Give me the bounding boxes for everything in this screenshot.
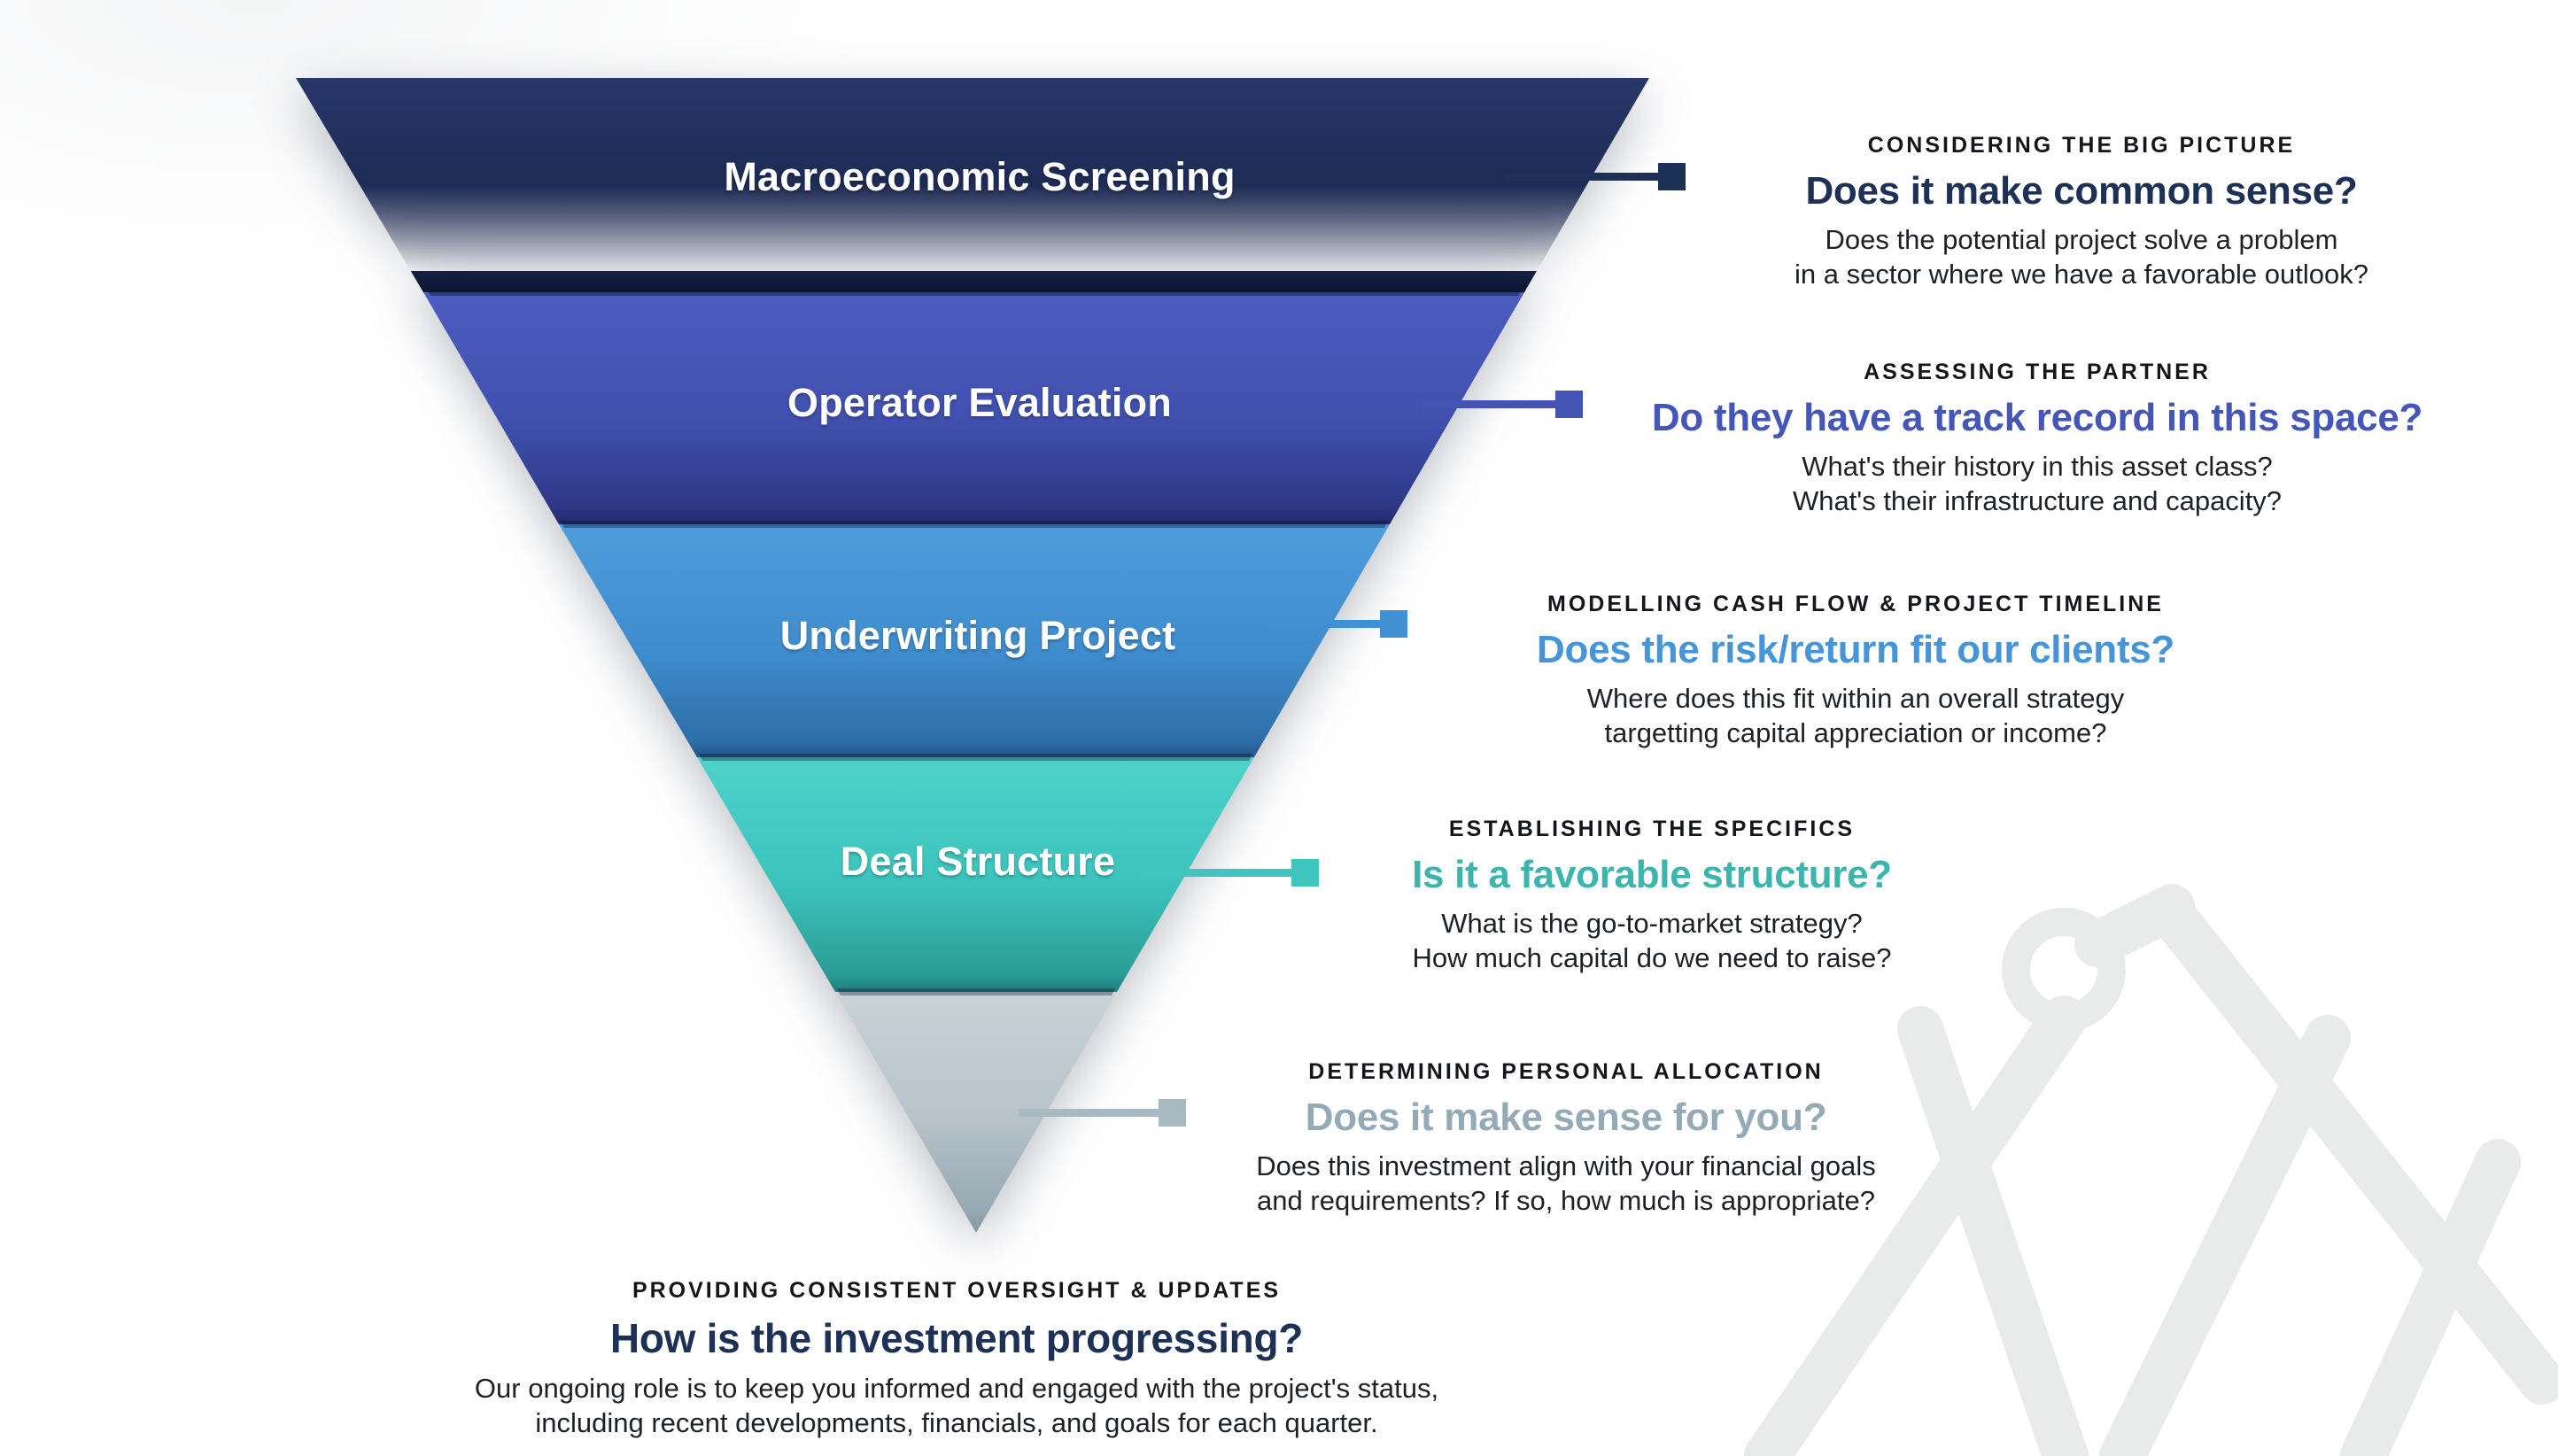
connector-marker-3 xyxy=(1380,610,1407,638)
annotation-big-picture: CONSIDERING THE BIG PICTURE Does it make… xyxy=(1794,133,2368,291)
connector-marker-1 xyxy=(1658,163,1686,190)
funnel-layer-2 xyxy=(423,292,1524,524)
annotation-eyebrow: CONSIDERING THE BIG PICTURE xyxy=(1867,133,2296,158)
annotation-body: in a sector where we have a favorable ou… xyxy=(1794,259,2368,290)
annotation-headline: Is it a favorable structure? xyxy=(1412,853,1892,896)
annotation-eyebrow: DETERMINING PERSONAL ALLOCATION xyxy=(1308,1059,1824,1084)
annotation-headline: Does it make sense for you? xyxy=(1305,1096,1827,1139)
connector-marker-5 xyxy=(1159,1099,1186,1127)
connector-line-4 xyxy=(1143,869,1300,877)
funnel-seam xyxy=(699,754,1252,761)
annotation-establishing-specifics: ESTABLISHING THE SPECIFICS Is it a favor… xyxy=(1412,817,1892,975)
connector-line-2 xyxy=(1422,400,1564,408)
funnel-layer-3 xyxy=(559,524,1390,757)
annotation-body: Where does this fit within an overall st… xyxy=(1586,683,2125,714)
annotation-personal-allocation: DETERMINING PERSONAL ALLOCATION Does it … xyxy=(1256,1059,1876,1218)
funnel-label-underwriting-project: Underwriting Project xyxy=(779,613,1176,658)
annotation-body: What's their infrastructure and capacity… xyxy=(1792,485,2283,516)
connector-line-3 xyxy=(1265,620,1389,628)
connector-line-1 xyxy=(1506,173,1665,181)
annotation-body: What is the go-to-market strategy? xyxy=(1441,908,1863,939)
funnel-label-macroeconomic-screening: Macroeconomic Screening xyxy=(724,154,1236,199)
funnel-label-deal-structure: Deal Structure xyxy=(840,839,1116,884)
funnel-seam xyxy=(561,521,1388,528)
funnel-layer-4 xyxy=(697,757,1254,992)
funnel-seam xyxy=(837,988,1115,995)
annotation-headline: Does it make common sense? xyxy=(1805,169,2358,213)
annotation-assessing-partner: ASSESSING THE PARTNER Do they have a tra… xyxy=(1652,360,2422,518)
funnel-label-operator-evaluation: Operator Evaluation xyxy=(787,380,1172,425)
annotation-body: Does the potential project solve a probl… xyxy=(1825,224,2338,255)
annotation-eyebrow: ESTABLISHING THE SPECIFICS xyxy=(1448,817,1856,841)
annotation-modelling-cash-flow: MODELLING CASH FLOW & PROJECT TIMELINE D… xyxy=(1537,592,2174,750)
annotation-body: targetting capital appreciation or incom… xyxy=(1604,717,2107,748)
annotation-headline: Does the risk/return fit our clients? xyxy=(1537,628,2174,671)
connector-line-5 xyxy=(1019,1109,1167,1117)
annotation-body: Our ongoing role is to keep you informed… xyxy=(474,1373,1439,1404)
annotation-headline: Do they have a track record in this spac… xyxy=(1651,396,2423,439)
connector-marker-4 xyxy=(1291,859,1319,887)
annotation-body: What's their history in this asset class… xyxy=(1802,451,2273,482)
annotation-body: How much capital do we need to raise? xyxy=(1412,942,1892,973)
connector-marker-2 xyxy=(1555,391,1583,418)
annotation-body: including recent developments, financial… xyxy=(535,1407,1378,1438)
annotation-body: and requirements? If so, how much is app… xyxy=(1257,1185,1875,1216)
annotation-eyebrow: MODELLING CASH FLOW & PROJECT TIMELINE xyxy=(1547,592,2164,616)
annotation-body: Does this investment align with your fin… xyxy=(1256,1150,1876,1181)
annotation-eyebrow: ASSESSING THE PARTNER xyxy=(1864,360,2211,384)
annotation-headline: How is the investment progressing? xyxy=(609,1315,1304,1361)
annotation-oversight-updates: PROVIDING CONSISTENT OVERSIGHT & UPDATES… xyxy=(475,1278,1438,1440)
annotation-eyebrow: PROVIDING CONSISTENT OVERSIGHT & UPDATES xyxy=(632,1278,1282,1303)
funnel-layer-1 xyxy=(296,78,1649,292)
funnel-layer-5 xyxy=(835,992,1117,1233)
funnel-seam xyxy=(426,289,1522,296)
